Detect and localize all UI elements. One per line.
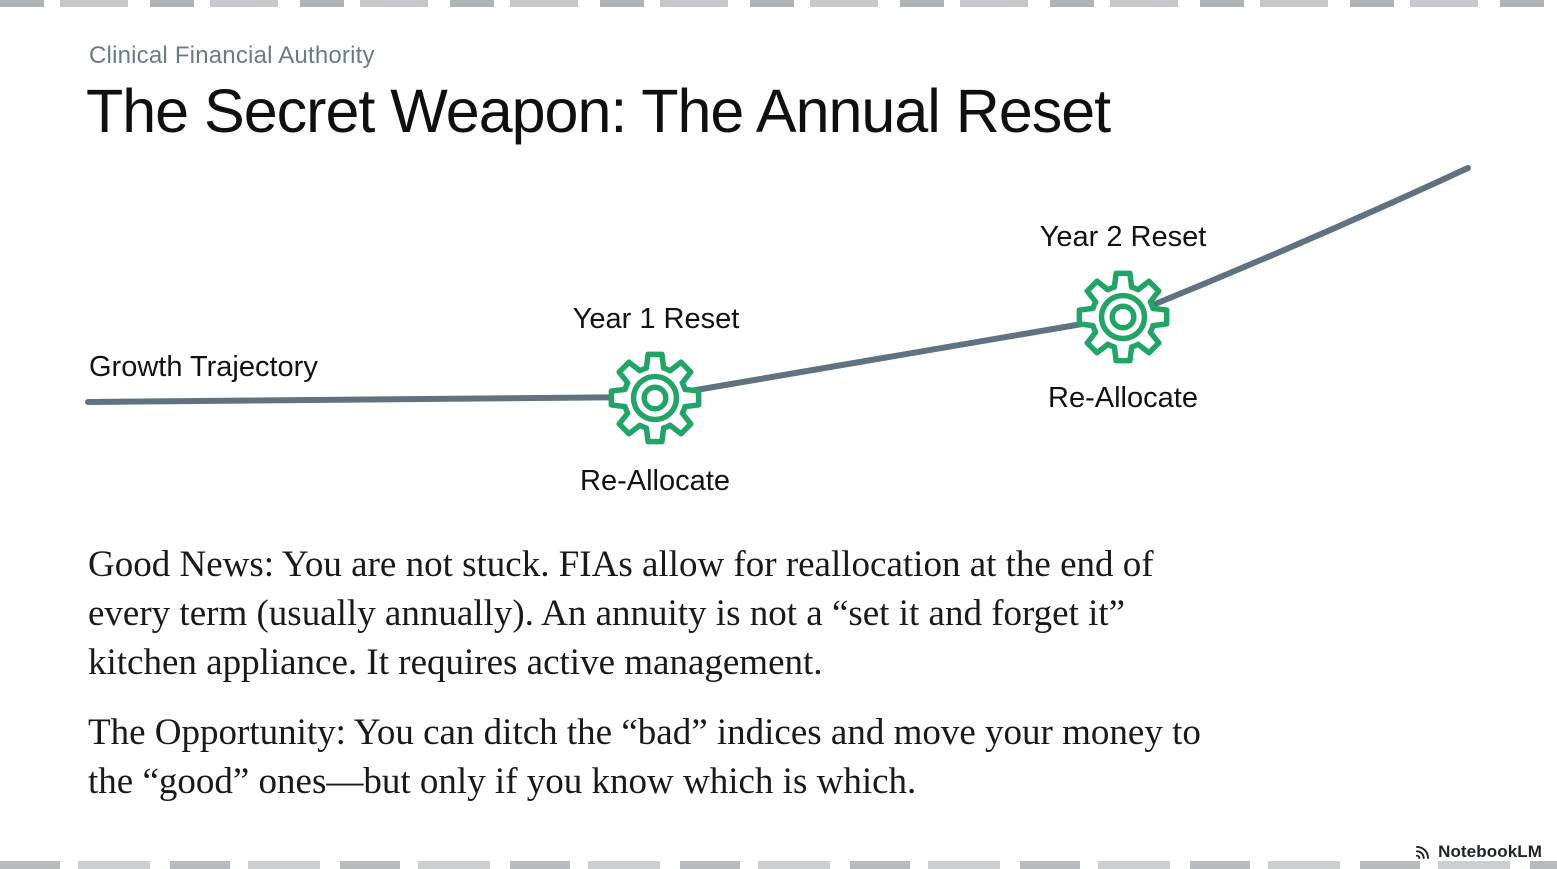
- bottom-edge-artifact: [0, 861, 1557, 869]
- growth-trajectory-label: Growth Trajectory: [89, 351, 318, 383]
- text-line: every term (usually annually). An annuit…: [88, 593, 1126, 634]
- notebooklm-logo-icon: [1416, 845, 1430, 859]
- paragraph-opportunity: The Opportunity: You can ditch the “bad”…: [88, 708, 1448, 806]
- notebooklm-wordmark: NotebookLM: [1438, 842, 1542, 861]
- milestone-subtitle: Re-Allocate: [580, 465, 730, 497]
- text-line: kitchen appliance. It requires active ma…: [88, 642, 823, 683]
- milestone-title: Year 2 Reset: [1039, 221, 1207, 253]
- milestone-title: Year 1 Reset: [572, 303, 740, 335]
- milestone-subtitle: Re-Allocate: [1048, 382, 1198, 414]
- text-line: Good News: You are not stuck. FIAs allow…: [88, 544, 1154, 585]
- text-line: The Opportunity: You can ditch the “bad”…: [88, 712, 1201, 753]
- paragraph-good-news: Good News: You are not stuck. FIAs allow…: [88, 540, 1448, 687]
- gear-icon: [1076, 270, 1170, 364]
- top-edge-artifact: [0, 0, 1557, 7]
- gear-icon: [608, 351, 702, 445]
- slide-title: The Secret Weapon: The Annual Reset: [86, 77, 1111, 145]
- slide-kicker: Clinical Financial Authority: [89, 42, 375, 69]
- body-copy: Good News: You are not stuck. FIAs allow…: [88, 540, 1448, 827]
- text-line: the “good” ones—but only if you know whi…: [88, 761, 917, 802]
- annual-reset-diagram: Growth Trajectory Year 1 Reset Re-Alloca…: [0, 150, 1557, 520]
- notebooklm-watermark: NotebookLM: [1413, 842, 1542, 862]
- trajectory-graphic: [85, 165, 1471, 445]
